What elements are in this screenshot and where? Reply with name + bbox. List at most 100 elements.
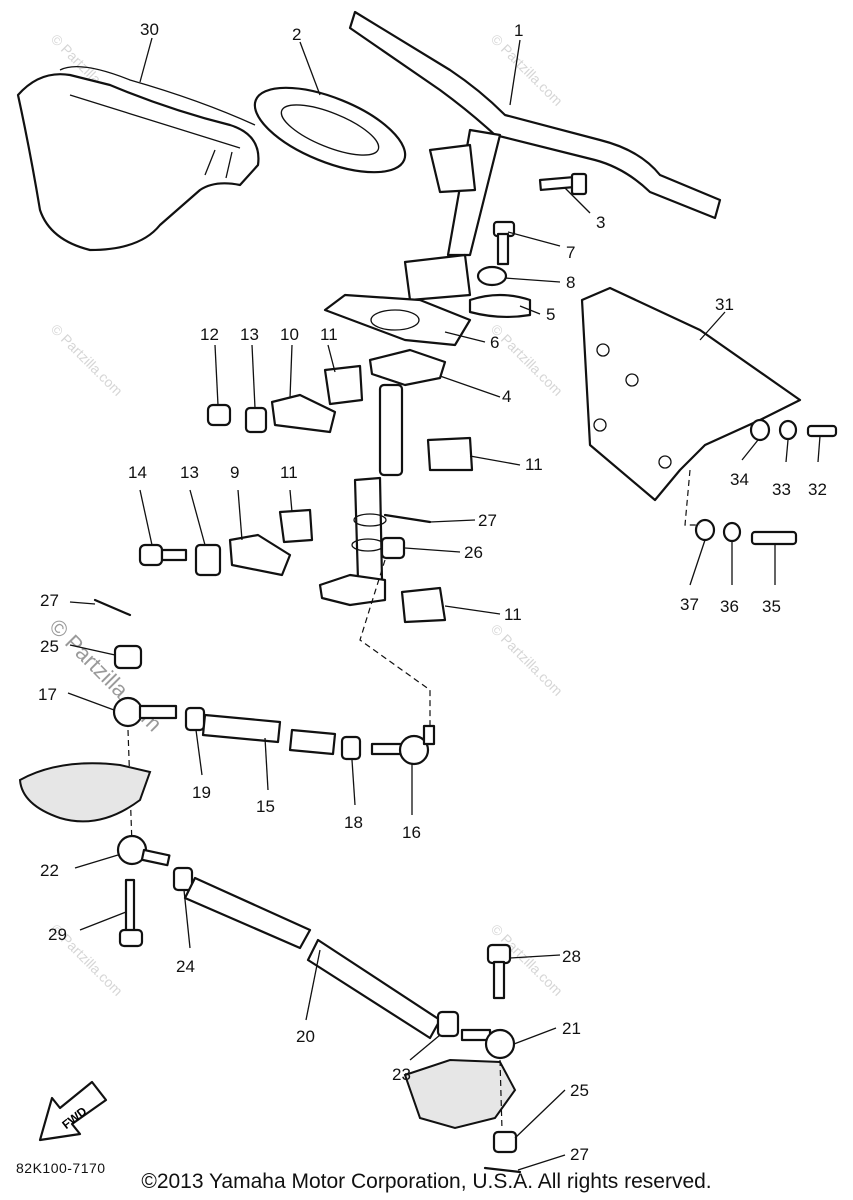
part-29-bolt (118, 878, 144, 948)
leader-lines (67, 37, 821, 1171)
part-23-nut (436, 1010, 460, 1038)
part-label: 23 (392, 1065, 411, 1084)
part-26-nut (380, 536, 406, 560)
part-11-holder (323, 364, 364, 406)
part-22-rod-end (116, 834, 171, 867)
part-label: 37 (680, 595, 699, 614)
part-5-clamp (468, 293, 532, 319)
part-label: 11 (525, 455, 543, 474)
part-label: 26 (464, 543, 483, 562)
part-label: 17 (38, 685, 57, 704)
part-25-nut (113, 644, 143, 670)
part-11-holder (278, 508, 314, 544)
part-27-pin (93, 598, 132, 617)
part-19-nut (184, 706, 206, 732)
part-34-washer (749, 418, 771, 442)
part-17-rod-end (112, 696, 178, 728)
part-30-cover (16, 66, 260, 252)
part-6-bracket (323, 293, 472, 347)
part-label: 5 (546, 305, 555, 324)
part-label: 36 (720, 597, 739, 616)
part-label: 31 (715, 295, 734, 314)
part-label: 12 (200, 325, 219, 344)
watermark: © Partzilla.com (488, 31, 566, 109)
lower-mount (18, 762, 152, 823)
part-label: 25 (570, 1081, 589, 1100)
part-label: 6 (490, 333, 499, 352)
part-9-clamp (228, 533, 292, 577)
part-label: 15 (256, 797, 275, 816)
part-8-nut (476, 265, 508, 287)
part-31-panel (580, 286, 802, 502)
part-label: 30 (140, 20, 159, 39)
part-11-grommet (426, 436, 474, 472)
part-label: 14 (128, 463, 147, 482)
part-4-column (318, 348, 447, 607)
watermark: © Partzilla.com (488, 321, 566, 399)
part-label: 8 (566, 273, 575, 292)
part-label: 13 (240, 325, 259, 344)
watermark: © Partzilla.com (488, 621, 566, 699)
part-label: 25 (40, 637, 59, 656)
part-label: 27 (40, 591, 59, 610)
part-label: 28 (562, 947, 581, 966)
part-label: 16 (402, 823, 421, 842)
part-label: 2 (292, 25, 301, 44)
part-18-nut (340, 735, 362, 761)
part-1-handlebar (348, 10, 722, 302)
fwd-arrow-icon: FWD (38, 1080, 108, 1142)
catalog-code: 82K100-7170 (16, 1160, 106, 1176)
part-37-washer (694, 518, 716, 542)
part-16-rod-end (370, 724, 436, 766)
part-label: 3 (596, 213, 605, 232)
watermark: © Partzilla.com (48, 321, 126, 399)
mount-bracket (403, 1058, 517, 1130)
part-27-pin (383, 513, 432, 524)
part-label: 11 (320, 325, 338, 344)
part-label: 24 (176, 957, 195, 976)
part-label: 20 (296, 1027, 315, 1046)
part-label: 1 (514, 21, 523, 40)
part-label: 4 (502, 387, 511, 406)
part-label: 13 (180, 463, 199, 482)
part-10-clamp (270, 393, 337, 434)
part-label: 33 (772, 480, 791, 499)
part-25-nut (492, 1130, 518, 1154)
part-label: 22 (40, 861, 59, 880)
part-36-washer (722, 521, 742, 543)
part-32-screw (806, 424, 838, 438)
part-21-rod-end (460, 1028, 516, 1060)
part-3-bolt (538, 172, 588, 196)
part-27-pin (483, 1166, 522, 1174)
part-13-clip (244, 406, 268, 434)
part-35-screw (750, 530, 798, 546)
copyright-notice: ©2013 Yamaha Motor Corporation, U.S.A. A… (141, 1170, 712, 1193)
part-13-clip (194, 543, 222, 577)
part-label: 18 (344, 813, 363, 832)
part-2-pad (253, 86, 407, 174)
part-label: 9 (230, 463, 239, 482)
part-label: 34 (730, 470, 749, 489)
part-24-nut (172, 866, 194, 892)
part-label: 32 (808, 480, 827, 499)
part-label: 10 (280, 325, 299, 344)
part-28-bolt (486, 943, 512, 1000)
part-label: 11 (504, 605, 522, 624)
part-label: 35 (762, 597, 781, 616)
part-7-bolt (492, 220, 516, 266)
part-label: 27 (570, 1145, 589, 1164)
part-number-labels: 30 2 1 3 7 8 5 6 31 12 13 10 11 4 11 34 … (38, 20, 827, 1164)
part-label: 7 (566, 243, 575, 262)
part-20-rod (183, 876, 442, 1040)
part-12-collar (206, 403, 232, 427)
part-14-bolt (138, 543, 188, 567)
part-label: 19 (192, 783, 211, 802)
part-15-rod (201, 713, 337, 756)
part-11-grommet (400, 586, 447, 624)
part-label: 29 (48, 925, 67, 944)
part-label: 11 (280, 463, 298, 482)
part-label: 21 (562, 1019, 581, 1038)
part-33-washer (778, 419, 798, 441)
part-label: 27 (478, 511, 497, 530)
